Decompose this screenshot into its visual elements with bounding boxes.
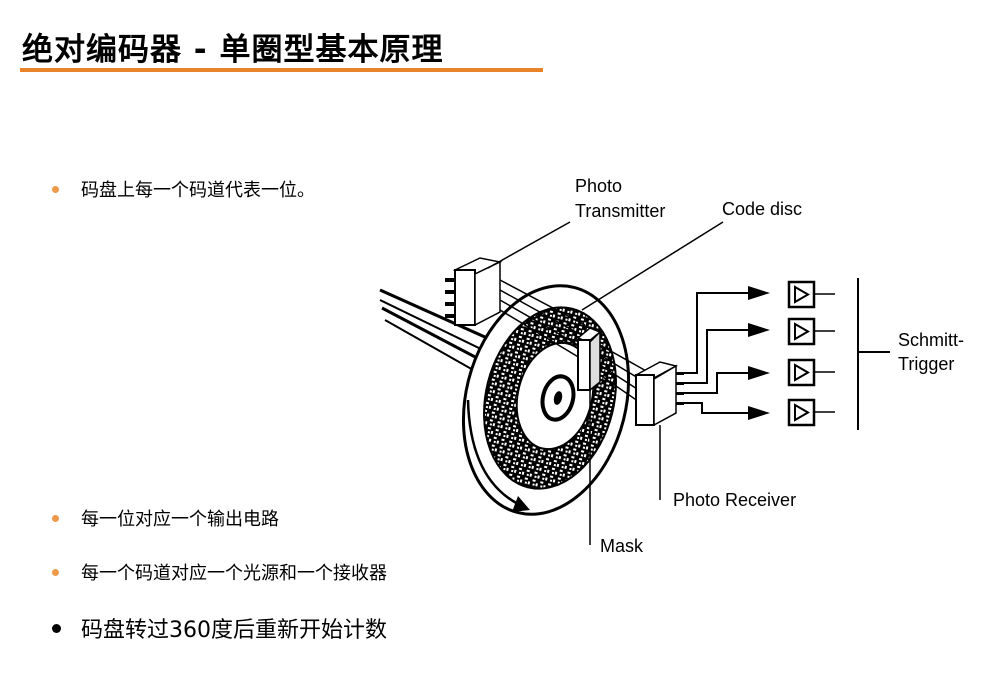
bullet-dot-icon	[52, 185, 59, 193]
label-photo-receiver: Photo Receiver	[673, 490, 796, 510]
label-photo-transmitter: Transmitter	[575, 201, 665, 221]
bullet-item: 每一个码道对应一个光源和一个接收器	[52, 559, 387, 585]
schmitt-trigger-boxes	[787, 280, 835, 427]
transmitter-leader-line	[487, 221, 571, 269]
signal-wires	[684, 292, 752, 414]
bullet-text: 码盘转过360度后重新开始计数	[81, 618, 387, 643]
mask	[576, 327, 602, 392]
label-schmitt-trigger: Schmitt-	[898, 330, 964, 350]
bullet-item: 每一位对应一个输出电路	[52, 505, 279, 531]
bullet-text: 码盘上每一个码道代表一位。	[81, 180, 315, 201]
photo-transmitter	[445, 257, 586, 362]
bullet-item: 码盘上每一个码道代表一位。	[52, 176, 315, 202]
rotation-arrow-icon	[466, 399, 530, 512]
label-photo-transmitter: Photo	[575, 176, 622, 196]
codedisc-leader-line	[581, 221, 724, 311]
bullet-dot-icon	[52, 514, 59, 522]
arrow-icon	[748, 286, 770, 420]
bullet-text: 每一个码道对应一个光源和一个接收器	[81, 563, 387, 584]
bullet-item: 码盘转过360度后重新开始计数	[52, 612, 387, 644]
label-code-disc: Code disc	[722, 199, 802, 219]
title-underline	[20, 68, 543, 72]
bullet-dot-icon	[52, 568, 59, 576]
photo-receiver	[633, 361, 684, 427]
bullet-dot-icon	[52, 623, 61, 633]
bullet-text: 每一位对应一个输出电路	[81, 509, 279, 530]
slide-title: 绝对编码器 - 单圈型基本原理	[22, 32, 444, 68]
label-schmitt-trigger: Trigger	[898, 354, 954, 374]
label-mask: Mask	[600, 536, 644, 556]
